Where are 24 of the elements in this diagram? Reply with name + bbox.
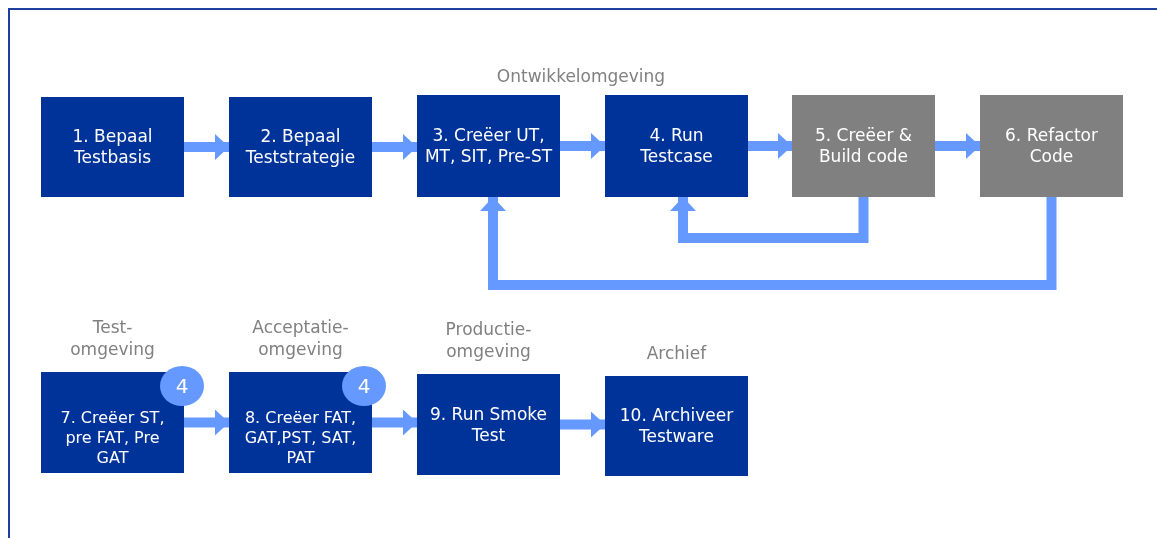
process-box: 1. Bepaal Testbasis: [41, 97, 184, 197]
number-badge: 4: [160, 366, 204, 406]
arrow: [372, 409, 417, 436]
arrow: [184, 134, 229, 160]
arrow: [935, 133, 980, 159]
environment-label: Ontwikkelomgeving: [495, 65, 667, 87]
process-box: 10. Archiveer Testware: [605, 376, 748, 476]
arrow: [372, 134, 417, 160]
process-box: 5. Creëer & Build code: [792, 95, 935, 197]
process-box: 6. Refactor Code: [980, 95, 1123, 197]
arrow: [560, 411, 605, 438]
process-box: 9. Run Smoke Test: [417, 374, 560, 475]
arrow: [480, 197, 1057, 290]
process-box: 2. Bepaal Teststrategie: [229, 97, 372, 197]
arrow: [184, 409, 229, 436]
process-box: 3. Creëer UT, MT, SIT, Pre-ST: [417, 95, 560, 197]
environment-label: Acceptatie- omgeving: [251, 316, 350, 360]
process-box: 4. Run Testcase: [605, 95, 748, 197]
number-badge: 4: [342, 366, 386, 406]
environment-label: Archief: [645, 342, 708, 364]
environment-label: Productie- omgeving: [444, 318, 533, 362]
arrow: [748, 133, 792, 159]
arrow: [560, 133, 605, 159]
environment-label: Test- omgeving: [69, 316, 156, 360]
